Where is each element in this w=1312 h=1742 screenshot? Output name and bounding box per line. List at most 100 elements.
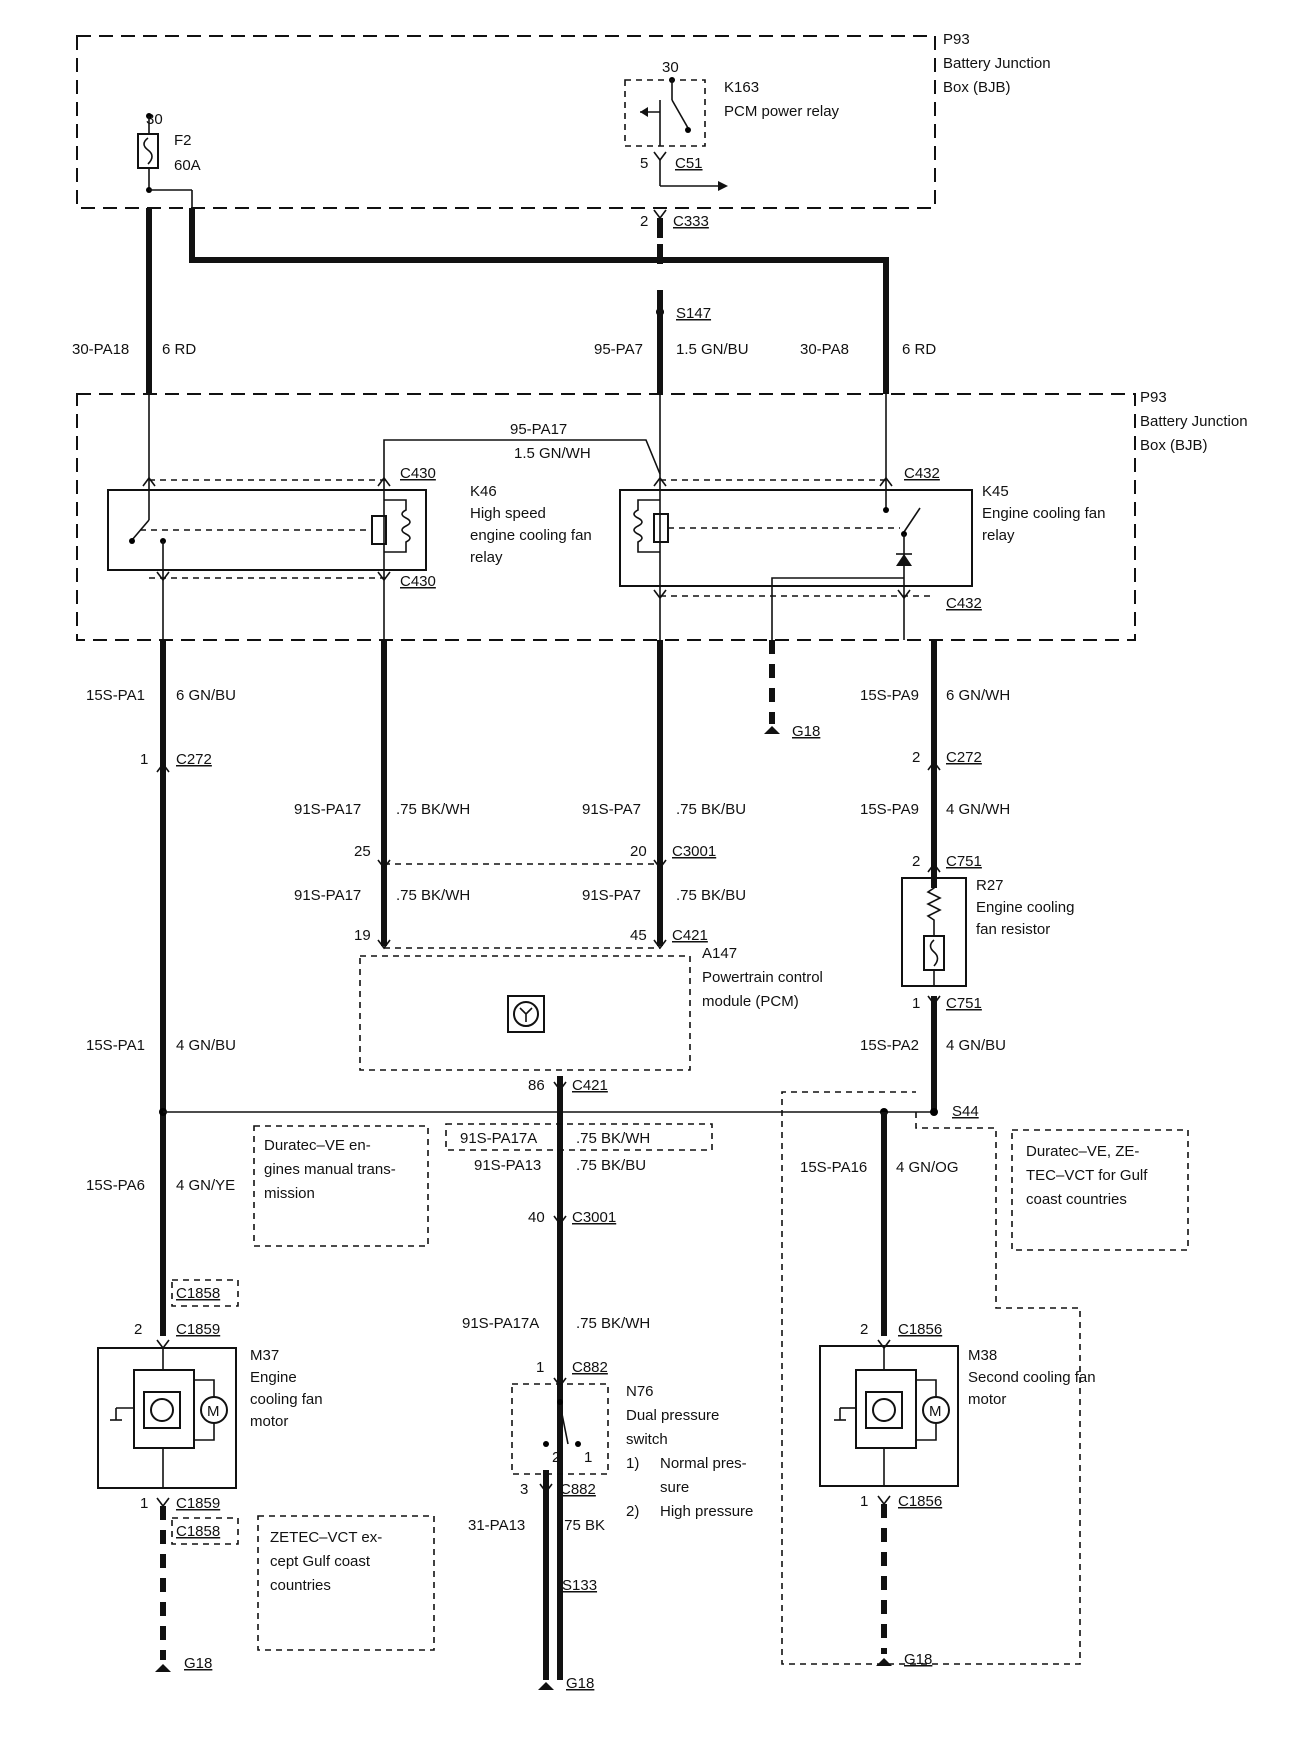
bjb-top-name-1: Battery Junction bbox=[943, 55, 1051, 72]
col4-w1-circuit: 15S-PA9 bbox=[860, 687, 919, 704]
col4-c751-pin-bot: 1 bbox=[912, 995, 920, 1012]
pcm-alt-circuit: 91S-PA17A bbox=[460, 1130, 537, 1147]
col2-pin19: 19 bbox=[354, 927, 371, 944]
c1856-pin-top: 2 bbox=[860, 1321, 868, 1338]
k163-terminal: 30 bbox=[662, 59, 679, 76]
wire-30-pa8: 30-PA8 bbox=[800, 341, 849, 358]
pcm-w3-circuit: 31-PA13 bbox=[468, 1517, 525, 1534]
note-zetec-3: countries bbox=[270, 1577, 331, 1594]
col1-w3-circuit: 15S-PA6 bbox=[86, 1177, 145, 1194]
m37-motor-box bbox=[97, 1347, 237, 1489]
bjb-lower-id: P93 bbox=[1140, 389, 1167, 406]
k46-conn-bot: C430 bbox=[400, 573, 436, 590]
c882-pin-top: 1 bbox=[536, 1359, 544, 1376]
col1-c1858-top: C1858 bbox=[176, 1285, 220, 1302]
k163-name: PCM power relay bbox=[724, 103, 840, 120]
col3-c421: C421 bbox=[672, 927, 708, 944]
c51-pin: 5 bbox=[640, 155, 648, 172]
note-duratec-3: mission bbox=[264, 1185, 315, 1202]
n76-line1: Dual pressure bbox=[626, 1407, 719, 1424]
wire-30-pa8-gauge: 6 RD bbox=[902, 341, 936, 358]
m37-line3: motor bbox=[250, 1413, 288, 1430]
col1-c1859-pin-top: 2 bbox=[134, 1321, 142, 1338]
col1-w1-gauge: 6 GN/BU bbox=[176, 687, 236, 704]
col4-c751-top: C751 bbox=[946, 853, 982, 870]
g18-k45: G18 bbox=[792, 723, 820, 740]
c333-connector: C333 bbox=[673, 213, 709, 230]
jumper-circuit: 95-PA17 bbox=[510, 421, 567, 438]
pcm-pin40: 40 bbox=[528, 1209, 545, 1226]
k45-line1: Engine cooling fan bbox=[982, 505, 1105, 522]
pcm-w2-gauge: .75 BK/WH bbox=[576, 1315, 650, 1332]
fuse-id: F2 bbox=[174, 132, 192, 149]
note-gulf-2: TEC–VCT for Gulf bbox=[1026, 1167, 1148, 1184]
s133-splice: S133 bbox=[562, 1577, 597, 1594]
col4-c751-pin-top: 2 bbox=[912, 853, 920, 870]
col4-w2-circuit: 15S-PA9 bbox=[860, 801, 919, 818]
k46-line3: relay bbox=[470, 549, 503, 566]
col1-c272-pin: 1 bbox=[140, 751, 148, 768]
n76-pos1: 1) bbox=[626, 1455, 639, 1472]
m38-w-gauge: 4 GN/OG bbox=[896, 1159, 959, 1176]
jumper-gauge: 1.5 GN/WH bbox=[514, 445, 591, 462]
pcm-c3001: C3001 bbox=[572, 1209, 616, 1226]
n76-pos1-l2: sure bbox=[660, 1479, 689, 1496]
n76-id: N76 bbox=[626, 1383, 654, 1400]
m37-line2: cooling fan bbox=[250, 1391, 323, 1408]
wire-30-pa18: 30-PA18 bbox=[72, 341, 129, 358]
col1-c1858-bot: C1858 bbox=[176, 1523, 220, 1540]
pcm-symbol bbox=[507, 995, 545, 1033]
m38-id: M38 bbox=[968, 1347, 997, 1364]
pcm-box bbox=[359, 955, 691, 1071]
col3-c3001: C3001 bbox=[672, 843, 716, 860]
col4-w1-gauge: 6 GN/WH bbox=[946, 687, 1010, 704]
col1-c1859-bot: C1859 bbox=[176, 1495, 220, 1512]
k46-conn-top: C430 bbox=[400, 465, 436, 482]
col2-w2-circuit: 91S-PA17 bbox=[294, 887, 361, 904]
col3-w1-gauge: .75 BK/BU bbox=[676, 801, 746, 818]
col1-w3-gauge: 4 GN/YE bbox=[176, 1177, 235, 1194]
fuse-f2-symbol bbox=[137, 133, 159, 169]
col1-c272: C272 bbox=[176, 751, 212, 768]
pcm-c421: C421 bbox=[572, 1077, 608, 1094]
col3-w2-gauge: .75 BK/BU bbox=[676, 887, 746, 904]
bjb-top-box bbox=[76, 35, 936, 209]
n76-pos2: 2) bbox=[626, 1503, 639, 1520]
c333-pin: 2 bbox=[640, 213, 648, 230]
wire-95-pa7-gauge: 1.5 GN/BU bbox=[676, 341, 749, 358]
bjb-lower-name-2: Box (BJB) bbox=[1140, 437, 1208, 454]
g18-m37: G18 bbox=[184, 1655, 212, 1672]
n76-pos2-l1: High pressure bbox=[660, 1503, 753, 1520]
m38-w-circuit: 15S-PA16 bbox=[800, 1159, 867, 1176]
col2-w2-gauge: .75 BK/WH bbox=[396, 887, 470, 904]
pcm-w3-gauge: .75 BK bbox=[560, 1517, 605, 1534]
note-duratec-1: Duratec–VE en- bbox=[264, 1137, 371, 1154]
k46-relay-box bbox=[107, 489, 427, 571]
c51-connector: C51 bbox=[675, 155, 703, 172]
note-duratec-2: gines manual trans- bbox=[264, 1161, 396, 1178]
k163-relay-box bbox=[624, 79, 706, 147]
s44-splice: S44 bbox=[952, 1103, 979, 1120]
col1-c1859-pin-bot: 1 bbox=[140, 1495, 148, 1512]
fuse-rating: 60A bbox=[174, 157, 201, 174]
note-gulf-1: Duratec–VE, ZE- bbox=[1026, 1143, 1139, 1160]
c1856-top: C1856 bbox=[898, 1321, 942, 1338]
pcm-alt-gauge: .75 BK/WH bbox=[576, 1130, 650, 1147]
k46-line1: High speed bbox=[470, 505, 546, 522]
n76-pin1: 1 bbox=[584, 1449, 592, 1466]
c882-top: C882 bbox=[572, 1359, 608, 1376]
bjb-lower-name-1: Battery Junction bbox=[1140, 413, 1248, 430]
n76-pin2: 2 bbox=[552, 1449, 560, 1466]
wire-95-pa7: 95-PA7 bbox=[594, 341, 643, 358]
col4-w3-gauge: 4 GN/BU bbox=[946, 1037, 1006, 1054]
m38-motor-symbol: M bbox=[929, 1403, 942, 1420]
col4-w2-gauge: 4 GN/WH bbox=[946, 801, 1010, 818]
m37-id: M37 bbox=[250, 1347, 279, 1364]
note-zetec-1: ZETEC–VCT ex- bbox=[270, 1529, 382, 1546]
col4-c751-bot: C751 bbox=[946, 995, 982, 1012]
pcm-w1-circuit: 91S-PA13 bbox=[474, 1157, 541, 1174]
bjb-top-name-2: Box (BJB) bbox=[943, 79, 1011, 96]
m38-line2: motor bbox=[968, 1391, 1006, 1408]
bjb-top-id: P93 bbox=[943, 31, 970, 48]
c882-pin-bot: 3 bbox=[520, 1481, 528, 1498]
